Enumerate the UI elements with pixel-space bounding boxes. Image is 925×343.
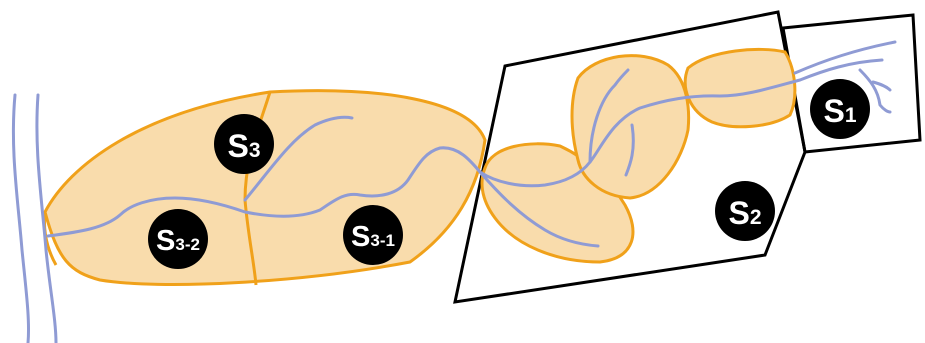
badge-s2-main: S	[728, 195, 749, 231]
badge-s3-sub: 3	[249, 139, 261, 162]
badge-s3: S3	[214, 114, 274, 174]
badge-s1: S1	[810, 79, 870, 139]
svg-text:S3: S3	[227, 128, 260, 164]
vessel-left-wall-outer	[11, 93, 31, 343]
svg-text:S3-1: S3-1	[351, 221, 395, 253]
badge-s2: S2	[715, 181, 775, 241]
vessel-s1-top	[793, 40, 897, 75]
vessel-s3-branch	[243, 115, 354, 202]
vessel-upper-branch-a	[588, 68, 630, 164]
vessel-left-wall-inner	[35, 93, 58, 343]
badge-s3-1-circle	[343, 205, 403, 265]
badge-s2-sub: 2	[750, 206, 762, 229]
segment-s3-divider-2	[42, 211, 58, 266]
badge-s3-1-main: S	[351, 221, 370, 253]
region-s2-frame	[453, 10, 807, 304]
badge-s3-2-circle	[148, 209, 208, 269]
badge-s2-circle	[715, 181, 775, 241]
segment-s3	[43, 89, 487, 286]
badge-s3-1-sub: 3-1	[370, 231, 395, 250]
badge-s3-1: S3-1	[343, 205, 403, 265]
badge-s3-2-main: S	[156, 225, 175, 257]
vessel-s1-tip-1	[858, 68, 892, 114]
badge-s1-circle	[810, 79, 870, 139]
vessel-mid-branch	[478, 170, 600, 248]
badge-s3-2-sub: 3-2	[175, 235, 200, 254]
segment-upper-lobe	[570, 54, 691, 200]
vessel-s1-tip-2	[871, 80, 892, 92]
vessel-upper-branch-b	[624, 123, 635, 177]
badge-s3-2: S3-2	[148, 209, 208, 269]
badge-s3-main: S	[227, 128, 248, 164]
svg-text:S2: S2	[728, 195, 761, 231]
badge-s1-sub: 1	[845, 104, 857, 127]
badge-s1-main: S	[823, 93, 844, 129]
badge-s3-circle	[214, 114, 274, 174]
vessel-main-trunk	[46, 58, 884, 238]
svg-text:S1: S1	[823, 93, 856, 129]
segment-right-lobe	[683, 47, 797, 129]
svg-text:S3-2: S3-2	[156, 225, 200, 257]
